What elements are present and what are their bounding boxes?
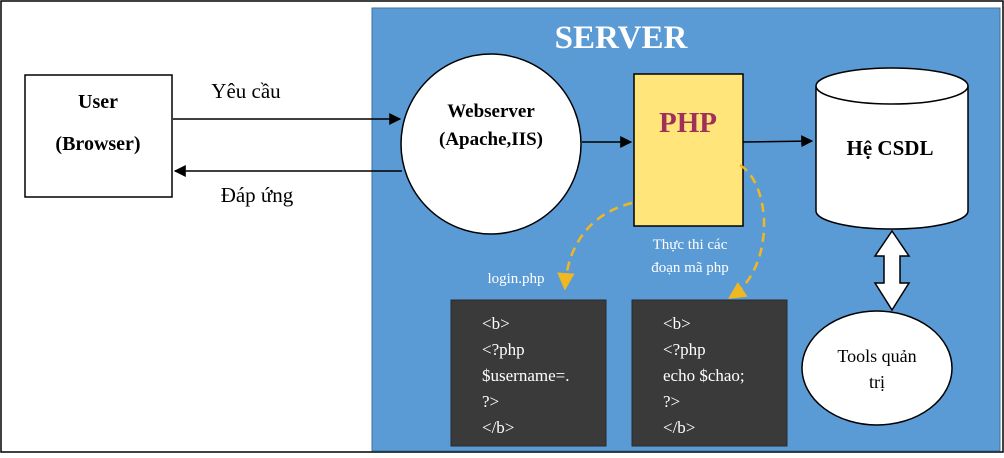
login-file-label: login.php [487, 271, 544, 287]
execute-label: Thực thi các [653, 237, 728, 253]
code-line: <b> [663, 314, 691, 333]
code-line: <b> [482, 314, 510, 333]
code-line: ?> [663, 392, 680, 411]
database-cylinder [815, 86, 969, 230]
request-label: Yêu cầu [211, 79, 281, 103]
code-line: ?> [482, 392, 499, 411]
db-tools-double-arrow [873, 229, 911, 312]
tools-label: Tools quản [837, 346, 916, 366]
user-box [24, 74, 173, 198]
code-box-login [450, 299, 607, 447]
database-top [815, 67, 969, 105]
code-line: </b> [663, 418, 695, 437]
php-to-db-arrow [742, 135, 814, 148]
webserver-label: Webserver [447, 101, 535, 122]
php-label: PHP [659, 107, 717, 139]
webserver-apps-label: (Apache,IIS) [439, 129, 543, 150]
server-title: SERVER [555, 20, 689, 56]
user-browser-label: (Browser) [55, 133, 140, 155]
database-label: Hệ CSDL [847, 136, 934, 160]
code-line: <?php [482, 340, 525, 359]
php-box [633, 73, 744, 227]
response-label: Đáp ứng [221, 183, 294, 207]
code-box-echo [631, 299, 788, 447]
tools-ellipse [801, 310, 953, 426]
user-label: User [78, 91, 118, 113]
code-line: echo $chao; [663, 366, 745, 385]
code-line: $username=. [482, 366, 569, 385]
code-line: <?php [663, 340, 706, 359]
execute-label-line2: đoạn mã php [651, 260, 728, 276]
webserver-circle [400, 53, 582, 235]
tools-label-line2: trị [869, 372, 885, 392]
code-line: </b> [482, 418, 514, 437]
